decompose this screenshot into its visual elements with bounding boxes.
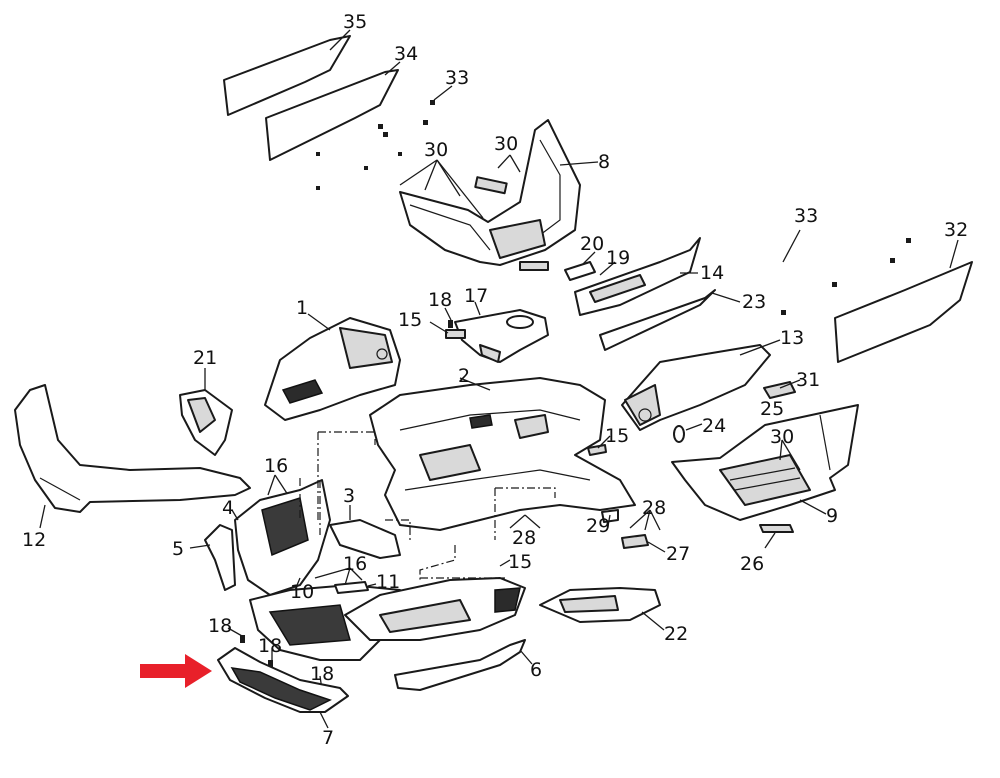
part-22-skid-panel xyxy=(539,587,665,631)
callout-14: 14 xyxy=(700,262,724,284)
callout-22: 22 xyxy=(664,623,688,645)
part-16-clips-lower xyxy=(314,567,363,586)
part-28-fasteners-right xyxy=(629,509,661,531)
part-28-fasteners-center xyxy=(509,514,541,529)
part-6-side-trim xyxy=(394,639,533,691)
callout-1: 1 xyxy=(296,297,308,319)
callout-18-lower-c: 18 xyxy=(310,663,334,685)
part-15-bracket-lower xyxy=(499,559,511,567)
part-15-bracket-upper xyxy=(429,321,466,339)
part-17-dash-panel xyxy=(454,301,549,363)
callout-15-lower: 15 xyxy=(508,551,532,573)
part-26-plate xyxy=(759,524,794,549)
part-2-front-fender xyxy=(369,377,636,531)
callout-27: 27 xyxy=(666,543,690,565)
part-31-bracket xyxy=(763,379,801,399)
center-skid-plate xyxy=(344,577,526,641)
part-8-rear-fender xyxy=(399,119,599,266)
part-30-pins-upper xyxy=(399,154,521,219)
part-5-brace xyxy=(189,524,236,591)
callout-4: 4 xyxy=(222,497,234,519)
callout-31: 31 xyxy=(796,369,820,391)
highlight-arrow xyxy=(140,654,212,688)
callout-28-center: 28 xyxy=(512,527,536,549)
callout-32: 32 xyxy=(944,219,968,241)
callout-18-upper: 18 xyxy=(428,289,452,311)
callout-30-upper-right: 30 xyxy=(494,133,518,155)
callout-10: 10 xyxy=(290,581,314,603)
callout-7: 7 xyxy=(322,727,334,749)
callout-15-mid: 15 xyxy=(605,425,629,447)
callout-9: 9 xyxy=(826,505,838,527)
part-30-pins-lower xyxy=(779,439,801,471)
part-24-grommet xyxy=(673,423,703,443)
callout-15-upper: 15 xyxy=(398,309,422,331)
callout-29: 29 xyxy=(586,515,610,537)
part-32-decal xyxy=(834,239,973,363)
callout-11: 11 xyxy=(376,571,400,593)
callout-20: 20 xyxy=(580,233,604,255)
part-12-seat xyxy=(14,384,251,529)
part-29-clip xyxy=(601,509,619,527)
part-15-bracket-mid xyxy=(587,435,611,456)
part-21-headlight xyxy=(179,368,233,456)
callout-28-right: 28 xyxy=(642,497,666,519)
callout-30-lower: 30 xyxy=(770,426,794,448)
callout-18-lower-b: 18 xyxy=(258,635,282,657)
callout-16-lower: 16 xyxy=(343,553,367,575)
callout-8: 8 xyxy=(598,151,610,173)
part-19-bracket xyxy=(519,261,616,276)
callout-35: 35 xyxy=(343,11,367,33)
part-3-inner-panel xyxy=(329,505,401,559)
part-9-footwell xyxy=(671,404,859,521)
callout-18-lower-a: 18 xyxy=(208,615,232,637)
callout-34: 34 xyxy=(394,43,418,65)
part-34-decal xyxy=(265,61,401,161)
part-33-fasteners-right xyxy=(781,229,911,315)
callout-12: 12 xyxy=(22,529,46,551)
part-1-headlight-cover xyxy=(264,313,401,421)
part-20-clip xyxy=(564,251,596,281)
part-14-rack-cover xyxy=(574,237,701,316)
callout-21: 21 xyxy=(193,347,217,369)
part-7-lower-grille xyxy=(217,647,349,729)
part-23-trim xyxy=(599,289,741,351)
part-27-bracket xyxy=(621,534,666,553)
callout-13: 13 xyxy=(780,327,804,349)
part-35-decal xyxy=(223,29,351,116)
callout-3: 3 xyxy=(343,485,355,507)
callout-17: 17 xyxy=(464,285,488,307)
callout-25: 25 xyxy=(760,398,784,420)
part-33-fasteners-upper xyxy=(316,85,453,190)
callout-5: 5 xyxy=(172,538,184,560)
callout-33-right: 33 xyxy=(794,205,818,227)
part-10-clip xyxy=(294,577,301,591)
callout-6: 6 xyxy=(530,659,542,681)
callout-19: 19 xyxy=(606,247,630,269)
assembly-guide-lines xyxy=(299,431,556,580)
callout-2: 2 xyxy=(458,365,470,387)
callout-24: 24 xyxy=(702,415,726,437)
callout-23: 23 xyxy=(742,291,766,313)
callout-33-upper: 33 xyxy=(445,67,469,89)
part-11-bracket xyxy=(334,581,377,594)
part-13-side-panel xyxy=(621,339,781,431)
part-18-screw-upper xyxy=(444,307,453,328)
callout-30-upper-left: 30 xyxy=(424,139,448,161)
part-4-front-grille-frame xyxy=(231,479,331,596)
callout-26: 26 xyxy=(740,553,764,575)
callout-16-upper: 16 xyxy=(264,455,288,477)
